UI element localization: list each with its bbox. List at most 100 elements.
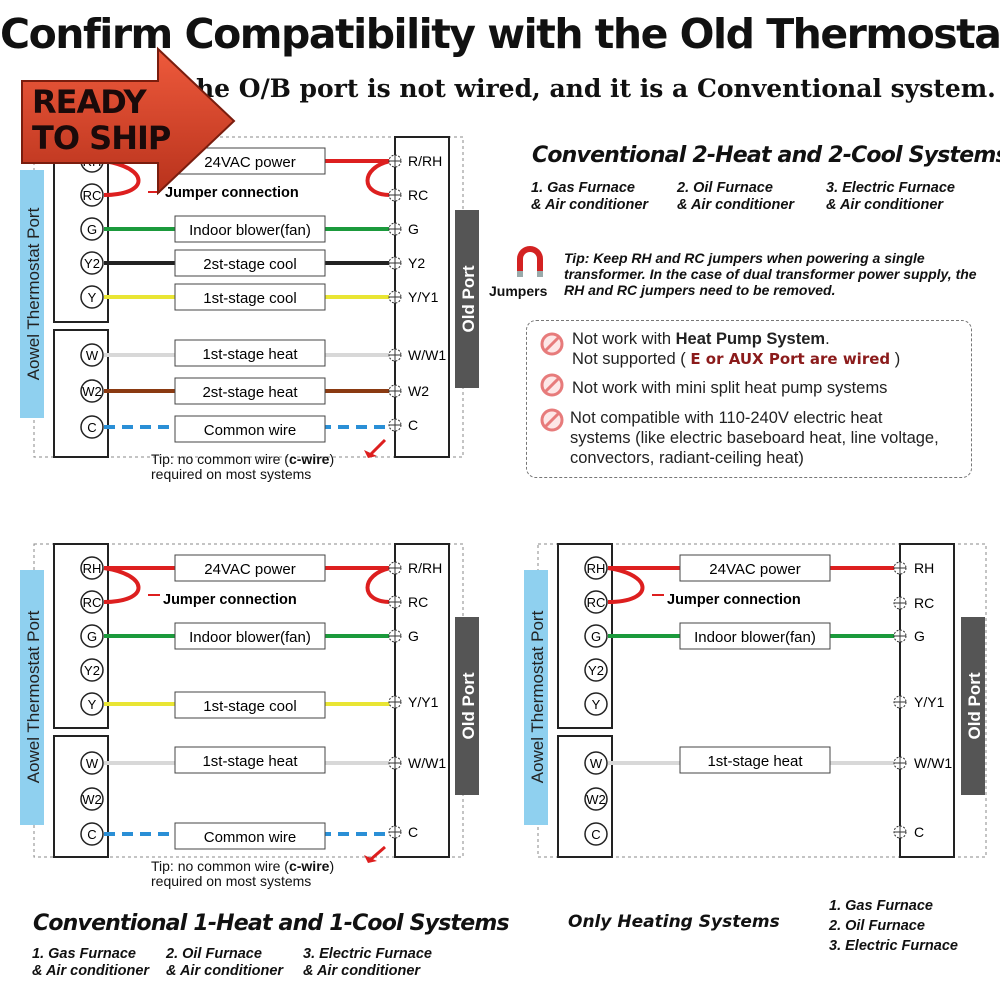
old-terminal-g: G [388,628,419,644]
heating-item-2: 2. Oil Furnace [829,918,925,934]
svg-text:Y2: Y2 [408,255,425,271]
ready-to-ship-arrow-icon [21,46,236,195]
old-terminal-g: G [388,221,419,237]
old-terminal-c: C [893,824,924,840]
wire-label-cool1: 1st-stage cool [174,283,326,311]
old-terminal-rc: RC [388,594,428,610]
old-terminal-rrh: R/RH [388,153,442,169]
svg-text:G: G [87,222,97,237]
right-port-label: Old Port [459,265,478,332]
svg-text:G: G [914,628,925,644]
diagram-frame [537,543,987,858]
new-terminal-w: W [584,751,608,775]
heating-item-1: 1. Gas Furnace [829,898,933,914]
old-terminal-yy1: Y/Y1 [388,694,439,710]
svg-text:R/RH: R/RH [408,153,442,169]
svg-text:RH: RH [587,561,606,576]
jumper-label: Jumper connection [667,592,801,608]
svg-text:2st-stage cool: 2st-stage cool [203,256,296,273]
svg-text:1st-stage heat: 1st-stage heat [202,346,298,363]
warning-heat-pump: Not work with Heat Pump System. Not supp… [572,330,901,368]
wiring-diagram-two-stage: Aowel Thermostat Port Old Port 24VAC pow… [20,136,479,458]
wiring-diagram-one-stage: Aowel Thermostat Port Old Port 24VAC pow… [20,543,479,863]
svg-text:Common wire: Common wire [204,422,297,439]
two-stage-item-3: 3. Electric Furnace & Air conditioner [826,180,955,213]
prohibited-icon [540,332,564,356]
new-terminal-c: C [80,822,104,846]
wire-label-heat1: 1st-stage heat [679,746,831,774]
svg-text:Indoor blower(fan): Indoor blower(fan) [189,629,311,646]
new-terminal-w2: W2 [80,787,104,811]
svg-text:Y/Y1: Y/Y1 [914,694,945,710]
right-port-bar [455,210,479,388]
svg-text:Y2: Y2 [84,256,100,271]
new-terminal-g: G [584,624,608,648]
right-port-bar [455,617,479,795]
svg-text:Y/Y1: Y/Y1 [408,289,439,305]
old-terminal-y2: Y2 [388,255,425,271]
svg-text:G: G [87,629,97,644]
svg-text:Y: Y [88,290,97,305]
section-title-two-stage: Conventional 2-Heat and 2-Cool Systems [532,143,1000,168]
wire-label-power: 24VAC power [174,554,326,582]
svg-text:Common wire: Common wire [204,829,297,846]
wire-label-cool1: 1st-stage cool [174,691,326,719]
new-terminal-y2: Y2 [584,658,608,682]
svg-text:G: G [408,628,419,644]
jumpers-label: Jumpers [489,283,548,299]
svg-text:24VAC power: 24VAC power [204,154,295,171]
old-terminal-w2: W2 [388,383,429,399]
wire-label-heat2: 2st-stage heat [174,377,326,405]
cwire-tip: Tip: no common wire (c-wire) required on… [151,451,335,482]
svg-text:W: W [86,756,99,771]
new-terminal-g: G [80,624,104,648]
svg-text:W2: W2 [408,383,429,399]
warning-mini-split: Not work with mini split heat pump syste… [572,379,888,397]
diagram-one-stage: Aowel Thermostat Port Old Port 24VAC pow… [0,527,480,887]
new-terminal-c: C [584,822,608,846]
one-stage-item-3: 3. Electric Furnace & Air conditioner [303,946,432,979]
new-terminal-y2: Y2 [80,658,104,682]
svg-text:RH: RH [914,560,934,576]
svg-text:Y: Y [592,697,601,712]
diagram-two-stage: Aowel Thermostat Port Old Port 24VAC pow… [0,120,480,480]
new-terminal-c: C [80,415,104,439]
right-port-bar [961,617,985,795]
svg-text:C: C [408,824,418,840]
old-terminal-rc: RC [893,595,934,611]
page-subtitle: he O/B port is not wired, and it is a Co… [196,74,996,103]
compatibility-warnings [526,320,972,478]
new-terminal-rh: RH [80,556,104,580]
section-title-one-stage: Conventional 1-Heat and 1-Cool Systems [33,911,510,936]
old-terminal-rc: RC [388,187,428,203]
svg-text:Y2: Y2 [588,663,604,678]
svg-text:1st-stage cool: 1st-stage cool [203,290,296,307]
left-port-bar [524,570,548,825]
svg-text:24VAC power: 24VAC power [709,561,800,578]
wire-label-fan: Indoor blower(fan) [679,622,831,650]
svg-text:W: W [590,756,603,771]
svg-text:W: W [86,348,99,363]
svg-text:RH: RH [83,561,102,576]
new-terminal-y: Y [80,285,104,309]
new-terminal-y: Y [584,692,608,716]
svg-text:R/RH: R/RH [408,560,442,576]
svg-text:24VAC power: 24VAC power [204,561,295,578]
new-terminal-y: Y [80,692,104,716]
badge-line-2: TO SHIP [32,119,171,157]
new-terminal-w2: W2 [80,379,104,403]
jumper-new [607,566,645,604]
left-port-bar [20,170,44,418]
svg-text:Y/Y1: Y/Y1 [408,694,439,710]
old-terminal-c: C [388,417,418,433]
jumper-old [365,566,391,604]
wire-label-common: Common wire [174,415,326,443]
svg-text:1st-stage heat: 1st-stage heat [202,753,298,770]
svg-text:W2: W2 [82,792,102,807]
one-stage-item-2: 2. Oil Furnace & Air conditioner [166,946,284,979]
new-terminal-y2: Y2 [80,251,104,275]
svg-text:C: C [87,827,96,842]
svg-text:Y2: Y2 [84,663,100,678]
new-terminal-w: W [80,343,104,367]
svg-text:C: C [914,824,924,840]
